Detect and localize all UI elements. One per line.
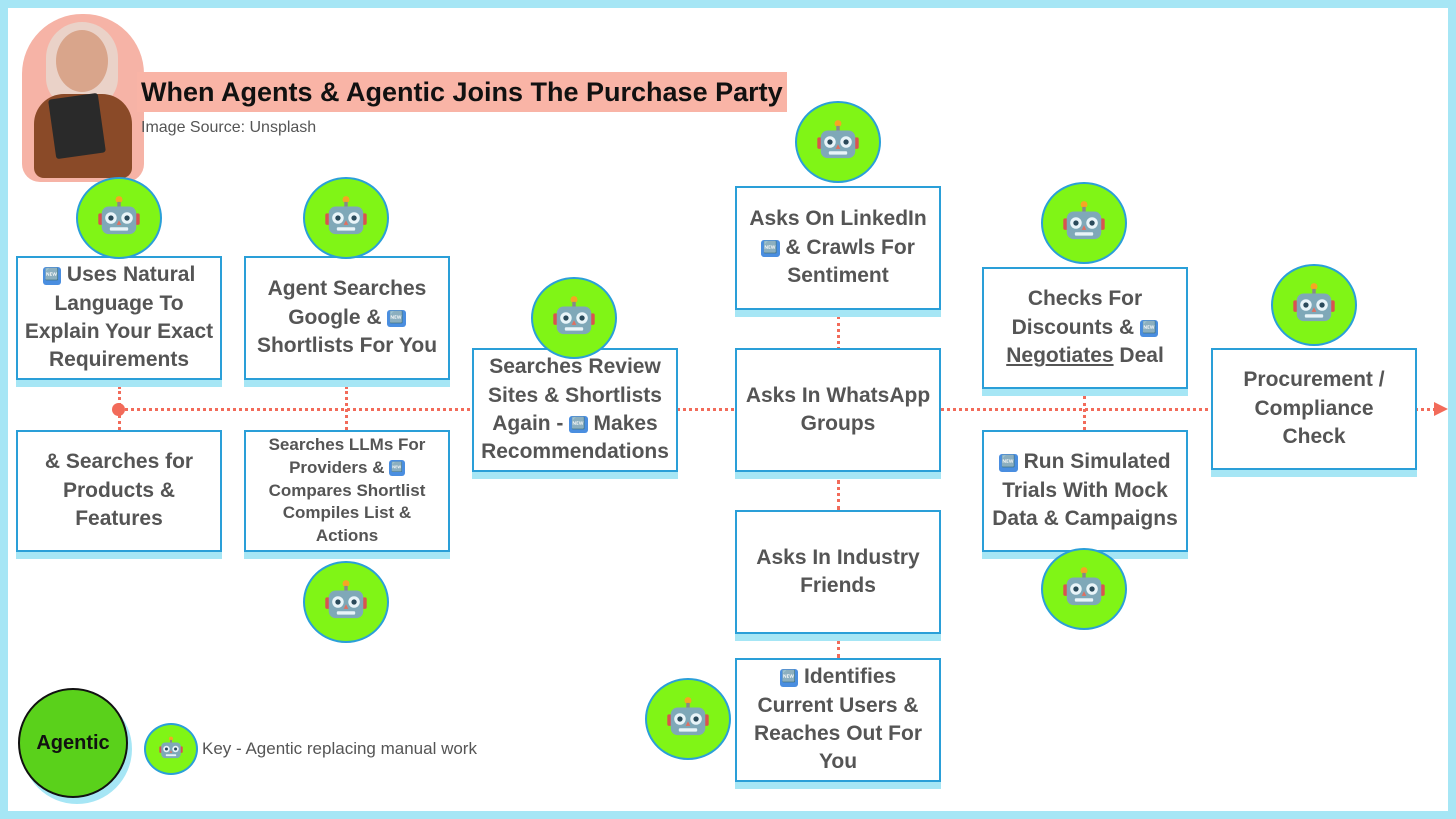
new-icon: 🆕: [569, 415, 588, 434]
connector: [837, 316, 840, 350]
robot-icon: [531, 277, 617, 359]
new-icon: 🆕: [999, 454, 1018, 472]
new-icon: 🆕: [779, 668, 799, 687]
robot-face-icon: [159, 736, 183, 759]
new-icon: 🆕: [387, 309, 406, 328]
step-asks-whatsapp: Asks In WhatsApp Groups: [735, 348, 941, 472]
robot-face-icon: [98, 196, 140, 235]
step-natural-language: 🆕 Uses Natural Language To Explain Your …: [16, 256, 222, 380]
robot-face-icon: [325, 196, 367, 235]
step-industry-friends: Asks In Industry Friends: [735, 510, 941, 634]
new-icon: 🆕: [42, 266, 62, 285]
robot-icon: [1271, 264, 1357, 346]
step-searches-llms: Searches LLMs For Providers & 🆕 Compares…: [244, 430, 450, 552]
agentic-legend: Agentic: [18, 688, 128, 798]
connector: [837, 640, 840, 658]
robot-icon: [1041, 182, 1127, 264]
robot-icon: [795, 101, 881, 183]
step-identifies-users: 🆕 Identifies Current Users & Reaches Out…: [735, 658, 941, 782]
diagram-title: When Agents & Agentic Joins The Purchase…: [137, 72, 787, 112]
robot-face-icon: [667, 697, 709, 736]
timeline-arrow-icon: [1434, 402, 1448, 416]
woman-photo: [22, 14, 144, 182]
robot-icon: [76, 177, 162, 259]
connector: [118, 386, 121, 430]
new-icon: 🆕: [389, 460, 405, 476]
image-source: Image Source: Unsplash: [141, 119, 317, 136]
robot-face-icon: [1293, 283, 1335, 322]
robot-face-icon: [817, 120, 859, 159]
legend-key-text: Key - Agentic replacing manual work: [202, 739, 477, 758]
step-checks-discounts: Checks For Discounts & 🆕 Negotiates Deal: [982, 267, 1188, 389]
step-asks-linkedin: Asks On LinkedIn 🆕 & Crawls For Sentimen…: [735, 186, 941, 310]
robot-icon: [1041, 548, 1127, 630]
new-icon: 🆕: [761, 239, 780, 258]
step-review-sites: Searches Review Sites & Shortlists Again…: [472, 348, 678, 472]
robot-face-icon: [553, 296, 595, 335]
robot-icon: [303, 177, 389, 259]
robot-face-icon: [1063, 567, 1105, 606]
connector: [345, 386, 348, 430]
robot-icon: [303, 561, 389, 643]
connector: [1083, 396, 1086, 430]
step-agent-searches-google: Agent Searches Google & 🆕 Shortlists For…: [244, 256, 450, 380]
robot-face-icon: [1063, 201, 1105, 240]
step-simulated-trials: 🆕 Run Simulated Trials With Mock Data & …: [982, 430, 1188, 552]
robot-face-icon: [325, 580, 367, 619]
connector: [837, 480, 840, 510]
step-searches-products: & Searches for Products & Features: [16, 430, 222, 552]
new-icon: 🆕: [1139, 319, 1159, 338]
step-procurement: Procurement / Compliance Check: [1211, 348, 1417, 470]
robot-icon: [144, 723, 198, 775]
robot-icon: [645, 678, 731, 760]
